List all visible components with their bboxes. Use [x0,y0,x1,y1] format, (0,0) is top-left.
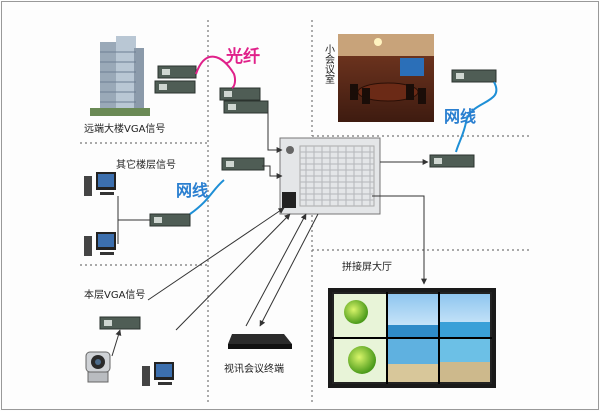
video-wall-icon [328,288,496,388]
meeting-room-photo [338,34,434,122]
signal-arrows [147,108,429,331]
connector-lines-other-floors [117,196,150,244]
extender-device-icon [219,87,269,114]
building-icon [90,36,150,116]
label-remote-building-vga: 远端大楼VGA信号 [84,122,165,135]
camera-icon [85,351,111,383]
computer-icon [142,362,174,386]
label-small-meeting-room: 小会议室 [323,44,335,84]
extender-device-icon [429,154,475,168]
extender-device-icon [451,69,497,83]
connector-lines-local [111,329,122,357]
computer-icon [84,232,116,256]
computer-icon [84,172,116,196]
network-cable-top [189,179,225,215]
label-local-vga: 本层VGA信号 [84,288,145,301]
extender-device-icon [99,316,141,330]
label-video-conf-terminal: 视讯会议终端 [224,362,284,375]
extender-device-icon [221,157,265,171]
label-fiber: 光纤 [225,46,260,67]
zone-dividers [80,20,530,405]
fiber-cable [195,55,237,89]
extender-device-icon [154,65,197,94]
label-network-right: 网线 [444,107,476,126]
extender-device-icon [149,213,191,227]
label-network-top: 网线 [176,181,208,200]
matrix-switcher-icon [279,137,381,215]
network-cable-right [455,81,498,153]
video-terminal-icon [228,334,292,349]
label-other-floors: 其它楼层信号 [116,158,176,171]
label-splice-hall: 拼接屏大厅 [342,260,392,273]
